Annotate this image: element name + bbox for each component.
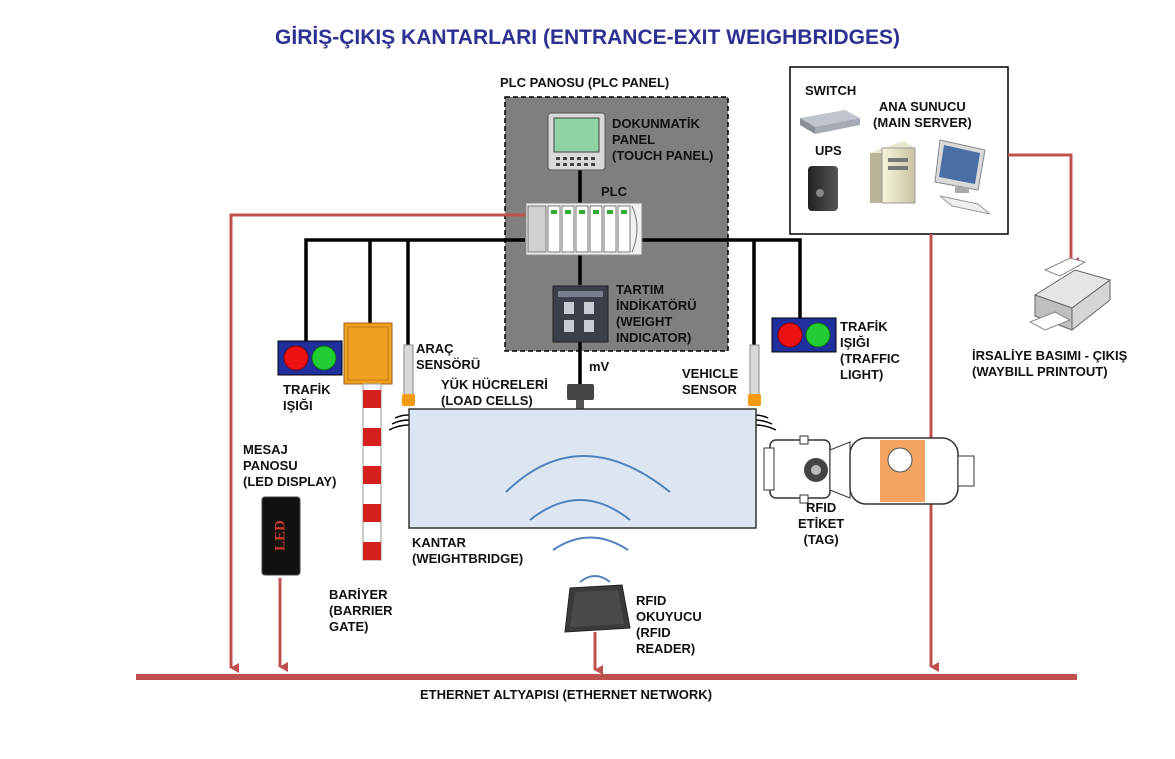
- weight-indicator-icon: [552, 285, 609, 343]
- rfid-reader-icon: [564, 584, 631, 633]
- rfid-waves: [552, 536, 629, 583]
- plc-panel-label: PLC PANOSU (PLC PANEL): [500, 75, 670, 90]
- main-server-label: ANA SUNUCU (MAIN SERVER): [873, 99, 972, 130]
- traffic-light-left-label: TRAFİK IŞIĞI: [283, 382, 331, 413]
- monitor-icon: [934, 139, 986, 193]
- ethernet-label: ETHERNET ALTYAPISI (ETHERNET NETWORK): [420, 687, 713, 702]
- load-cells-label: YÜK HÜCRELERİ (LOAD CELLS): [441, 377, 548, 408]
- traffic-light-icon-left: [277, 340, 343, 376]
- vehicle-sensor-left-label: ARAÇ SENSÖRÜ: [416, 341, 481, 372]
- rfid-tag-label: RFID ETİKET (TAG): [798, 500, 845, 547]
- keyboard-icon: [939, 195, 991, 215]
- led-display-icon: [261, 496, 301, 576]
- weighbridge-label: KANTAR (WEIGHTBRIDGE): [412, 535, 524, 566]
- tanker-truck-icon: [763, 435, 975, 505]
- led-display-text: LED: [272, 520, 289, 552]
- touch-panel-icon: [547, 112, 606, 171]
- traffic-light-icon-right: [771, 317, 837, 353]
- ups-label: UPS: [815, 143, 842, 158]
- touch-panel-label: DOKUNMATİK PANEL (TOUCH PANEL): [612, 116, 714, 163]
- diagram-title: GİRİŞ-ÇIKIŞ KANTARLARI (ENTRANCE-EXIT WE…: [275, 26, 900, 49]
- server-tower-icon: [870, 141, 916, 204]
- barrier-label: BARİYER (BARRIER GATE): [329, 587, 393, 634]
- barrier-gate-icon: [362, 383, 382, 561]
- mv-label: mV: [589, 359, 610, 374]
- weighbridge-platform: [408, 408, 757, 529]
- plc-label: PLC: [601, 184, 627, 199]
- ups-icon: [808, 166, 838, 211]
- led-display-label: MESAJ PANOSU (LED DISPLAY): [243, 442, 337, 489]
- weight-indicator-label: TARTIM İNDİKATÖRÜ (WEIGHT INDICATOR): [616, 282, 697, 345]
- switch-icon: [800, 110, 860, 134]
- traffic-light-right-label: TRAFİK IŞIĞI (TRAFFIC LIGHT): [840, 319, 900, 382]
- ethernet-lines: [136, 153, 1079, 680]
- signal-wiring: [304, 170, 802, 385]
- printer-icon: [1028, 257, 1112, 332]
- vehicle-sensor-right-label: VEHICLE SENSOR: [682, 366, 739, 397]
- rfid-reader-label: RFID OKUYUCU (RFID READER): [636, 593, 702, 656]
- switch-label: SWITCH: [805, 83, 857, 98]
- control-cabinet-icon: [343, 322, 393, 385]
- vehicle-sensor-icon-left: [388, 344, 433, 431]
- plc-icon: [525, 202, 643, 256]
- waybill-label: İRSALİYE BASIMI - ÇIKIŞ (WAYBILL PRINTOU…: [972, 348, 1128, 379]
